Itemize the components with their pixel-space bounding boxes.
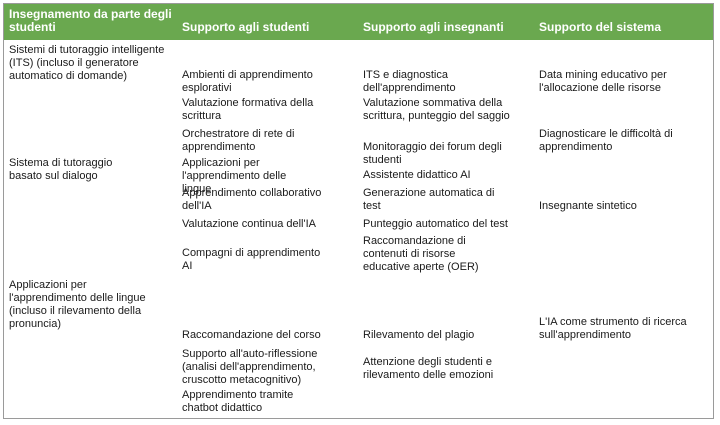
- header-teacher-support: Supporto agli insegnanti: [363, 20, 504, 34]
- table-header: Insegnamento da parte degli studenti Sup…: [4, 4, 713, 40]
- list-item: Applicazioni per l'apprendimento delle l…: [182, 157, 287, 195]
- header-student-support: Supporto agli studenti: [182, 20, 310, 34]
- list-item: Rilevamento del plagio: [363, 329, 475, 341]
- list-item: Ambienti di apprendimento esplorativi: [182, 69, 313, 94]
- list-item: Assistente didattico AI: [363, 169, 471, 181]
- list-item: Insegnante sintetico: [539, 200, 637, 212]
- list-item: Applicazioni per l'apprendimento delle l…: [9, 279, 146, 330]
- list-item: L'IA come strumento di ricerca sull'appr…: [539, 316, 687, 341]
- list-item: Compagni di apprendimento AI: [182, 247, 321, 272]
- list-item: Attenzione degli studenti e rilevamento …: [363, 356, 494, 381]
- list-item: Orchestratore di rete di apprendimento: [182, 128, 295, 153]
- list-item: Generazione automatica di test: [363, 187, 495, 212]
- header-student-teaching: Insegnamento da parte degli studenti: [9, 7, 172, 34]
- list-item: Apprendimento tramite chatbot didattico: [182, 389, 294, 414]
- list-item: Punteggio automatico del test: [363, 218, 508, 230]
- list-item: Sistemi di tutoraggio intelligente (ITS)…: [9, 44, 165, 82]
- list-item: Raccomandazione di contenuti di risorse …: [363, 235, 479, 273]
- list-item: Data mining educativo per l'allocazione …: [539, 69, 667, 94]
- list-item: Monitoraggio dei forum degli studenti: [363, 141, 502, 166]
- list-item: ITS e diagnostica dell'apprendimento: [363, 69, 456, 94]
- list-item: Sistema di tutoraggio basato sul dialogo: [9, 157, 113, 182]
- list-item: Valutazione continua dell'IA: [182, 218, 316, 230]
- list-item: Valutazione sommativa della scrittura, p…: [363, 97, 510, 122]
- list-item: Diagnosticare le difficoltà di apprendim…: [539, 128, 673, 153]
- ai-education-table: Insegnamento da parte degli studenti Sup…: [3, 3, 714, 419]
- list-item: Raccomandazione del corso: [182, 329, 321, 341]
- header-system-support: Supporto del sistema: [539, 20, 662, 34]
- list-item: Valutazione formativa della scrittura: [182, 97, 314, 122]
- list-item: Supporto all'auto-riflessione (analisi d…: [182, 348, 318, 386]
- list-item: Apprendimento collaborativo dell'IA: [182, 187, 322, 212]
